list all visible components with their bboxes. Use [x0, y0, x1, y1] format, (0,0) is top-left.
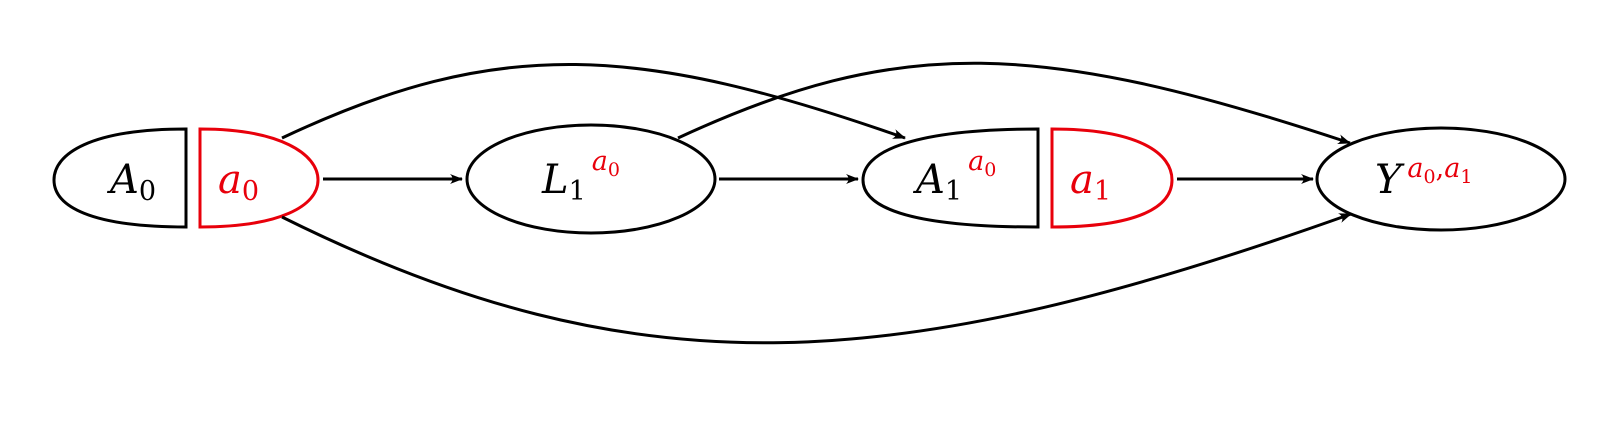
edge-l1-to-y [677, 61, 1351, 145]
edge-a0-to-a1 [281, 63, 906, 140]
node-a0-natural-half [52, 127, 188, 229]
node-a0-natural-label: A0 [106, 157, 156, 207]
node-a0-intervened-half [198, 127, 320, 229]
edge-a0-to-y [281, 212, 1352, 345]
node-l1-label: L1a0 [541, 146, 620, 207]
edges [281, 61, 1352, 345]
node-a1-natural-label: A1a0 [912, 146, 996, 207]
node-a0-intervened-label: a0 [218, 157, 259, 207]
node-a0-split: A0 a0 [52, 127, 320, 229]
node-l1: L1a0 [465, 123, 717, 235]
node-l1-ellipse [465, 123, 717, 235]
node-y-ellipse [1315, 126, 1567, 232]
node-a1-intervened-half [1050, 127, 1174, 229]
node-a1-split: A1a0 a1 [861, 127, 1174, 229]
node-a1-intervened-label: a1 [1070, 157, 1111, 207]
node-a1-natural-half [861, 127, 1040, 229]
